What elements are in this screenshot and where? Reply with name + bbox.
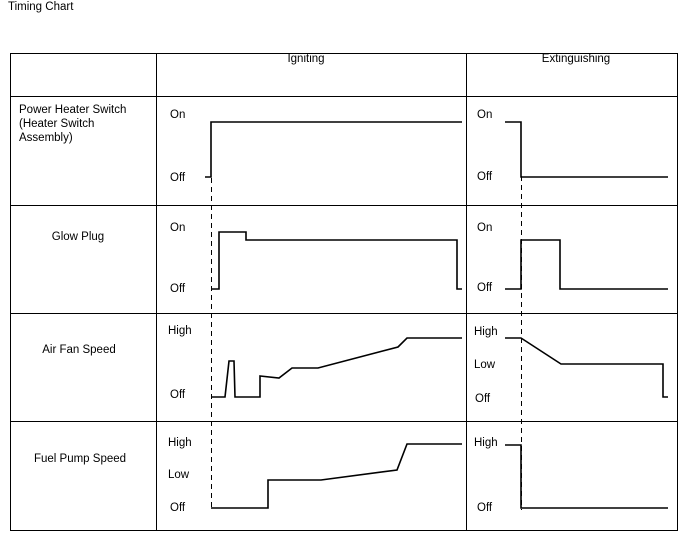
fuel-pump-speed-extinguishing-trace	[505, 444, 668, 509]
level-label-on: On	[170, 109, 185, 121]
level-label-off: Off	[477, 171, 493, 183]
glow-plug-igniting-trace	[211, 231, 462, 290]
row-label-line: (Heater Switch	[19, 118, 94, 130]
glow-plug-extinguishing-trace	[505, 239, 668, 290]
air-fan-speed-extinguishing-trace	[505, 337, 668, 398]
timing-guides	[211, 176, 522, 510]
level-label-high: High	[474, 437, 498, 449]
level-label-high: High	[474, 326, 498, 338]
fuel-pump-speed-igniting-trace	[211, 443, 462, 509]
level-label-on: On	[477, 222, 492, 234]
level-label-off: Off	[170, 502, 186, 514]
row-label-fuel-pump-speed: Fuel Pump Speed	[34, 453, 126, 465]
level-label-low: Low	[474, 359, 496, 371]
row-label-air-fan-speed: Air Fan Speed	[42, 344, 116, 356]
column-header-extinguishing: Extinguishing	[542, 53, 610, 65]
level-label-high: High	[168, 325, 192, 337]
row-label-power-heater-switch: Power Heater Switch (Heater Switch Assem…	[19, 104, 126, 144]
level-label-off: Off	[477, 282, 493, 294]
page-title: Timing Chart	[8, 1, 74, 13]
level-label-on: On	[170, 222, 185, 234]
air-fan-speed-igniting-trace	[211, 337, 462, 398]
power-heater-switch-extinguishing-trace	[505, 121, 668, 178]
level-label-off: Off	[170, 283, 186, 295]
level-label-off: Off	[477, 502, 493, 514]
level-label-off: Off	[475, 393, 491, 405]
waveforms	[205, 121, 668, 509]
row-label-line: Assembly)	[19, 132, 73, 144]
level-label-low: Low	[168, 469, 190, 481]
level-label-off: Off	[170, 172, 186, 184]
row-label-glow-plug: Glow Plug	[52, 231, 104, 243]
column-header-igniting: Igniting	[287, 53, 324, 65]
power-heater-switch-igniting-trace	[205, 121, 462, 178]
level-label-on: On	[477, 109, 492, 121]
row-label-line: Power Heater Switch	[19, 104, 126, 116]
table-grid	[10, 53, 678, 531]
level-label-off: Off	[170, 389, 186, 401]
level-label-high: High	[168, 437, 192, 449]
